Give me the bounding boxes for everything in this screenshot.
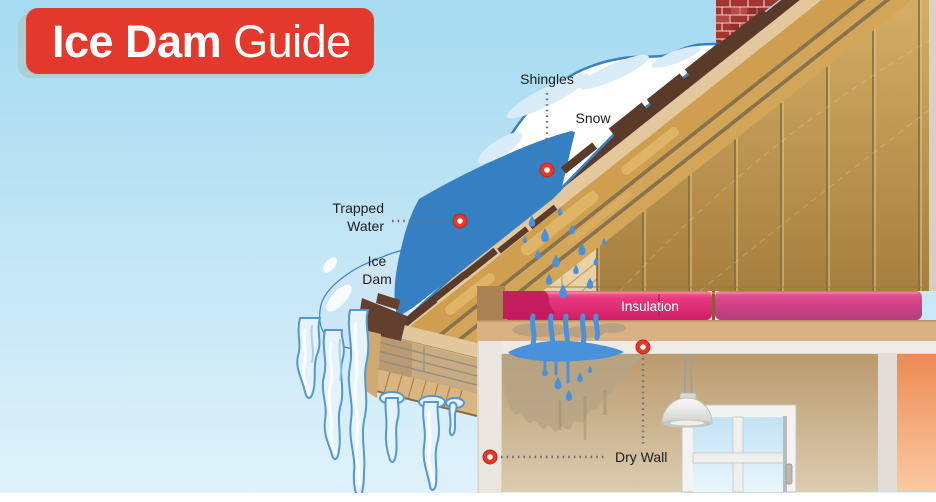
wall-drywall-cut-edge [478,341,502,494]
window-mullion-horizontal [692,452,785,464]
eave-cavity-shadow [477,286,505,326]
insulation-batt-right [715,291,922,320]
window-handle [785,463,793,485]
room-interior [502,354,936,493]
wet-insulation [503,291,555,319]
leaking-water [508,207,624,401]
label-ice-dam-line2: Dam [362,271,392,287]
marker-shingles [539,162,555,178]
marker-drywall-wall [482,449,498,465]
window [681,404,797,493]
labels: Shingles Snow Trapped Water Ice Dam Insu… [332,71,679,465]
marker-trapped-water [452,213,468,229]
callout-markers [452,162,651,465]
banner-background [26,8,374,74]
wall-corner-pilaster [878,354,897,492]
lamp-shade [661,397,713,424]
label-trapped-water-line1: Trapped [332,200,384,216]
label-trapped-water-line2: Water [347,218,384,234]
chimney-flashing [716,10,774,52]
icicle [448,401,458,437]
title-banner: Ice Dam Guide [18,8,374,78]
fascia-board [358,298,407,341]
icicle-highlights [301,322,435,486]
banner-title: Ice Dam Guide [52,16,351,67]
label-dry-wall: Dry Wall [615,449,667,465]
sunlit-side-wall [897,354,936,492]
icicle [384,397,400,463]
ceiling-water-splash [508,340,624,362]
attic-water-drops [523,207,606,298]
icicle [321,329,345,461]
label-shingles: Shingles [520,71,574,87]
gable-edge-strip [929,0,936,291]
label-insulation: Insulation [621,299,679,314]
wall-water-stains [502,354,642,433]
wood-grain-patches [445,126,679,315]
icicles [296,309,465,498]
marker-drywall-ceiling [635,339,651,355]
room-water-drips [542,366,592,401]
label-snow: Snow [575,110,611,126]
shingle-tabs [382,43,724,344]
insulation [503,291,922,320]
trapped-water-pool [394,131,575,317]
pendant-lamp [661,354,713,428]
label-ice-dam-line1: Ice [368,253,387,269]
bottom-margin [0,493,936,502]
leader-lines [392,93,645,459]
